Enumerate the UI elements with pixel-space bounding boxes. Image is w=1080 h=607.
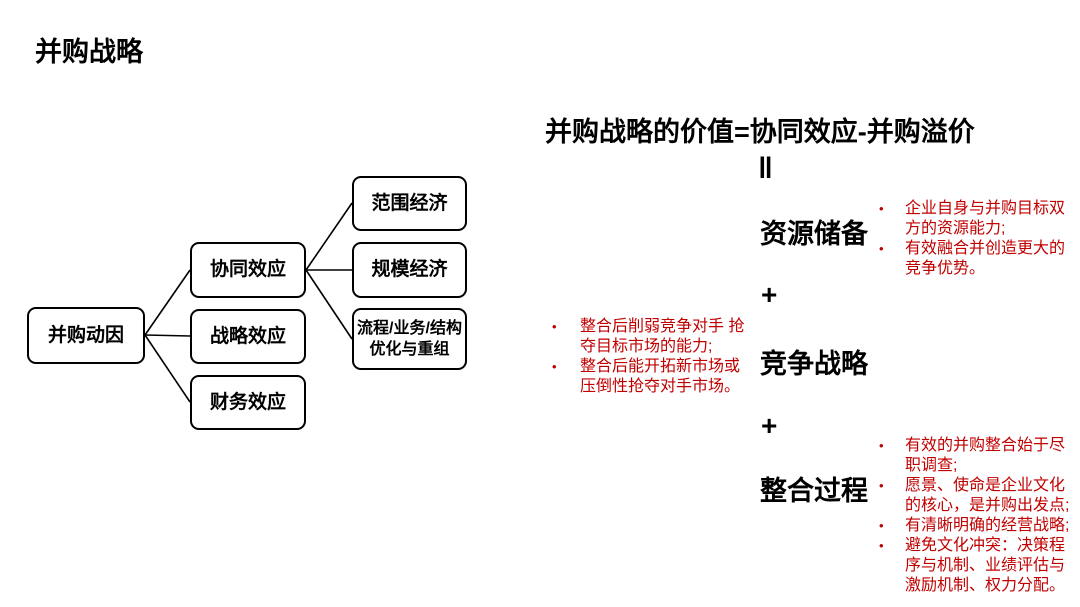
list-item: • 整合后能开拓新市场或压倒性抢夺对手市场。	[549, 357, 752, 397]
note-text: 整合后削弱竞争对手 抢夺目标市场的能力;	[580, 318, 745, 355]
diagram-node-financial-effect: 财务效应	[190, 375, 306, 430]
connector-lines	[144, 202, 353, 403]
list-item: • 愿景、使命是企业文化的核心，是并购出发点;	[876, 476, 1073, 516]
bullet-icon: •	[879, 201, 884, 216]
bullet-icon: •	[879, 538, 884, 553]
bullet-icon: •	[879, 241, 884, 256]
note-text: 整合后能开拓新市场或压倒性抢夺对手市场。	[580, 358, 741, 395]
list-item: • 企业自身与并购目标双方的资源能力;	[876, 199, 1073, 239]
notes-integration-process: • 有效的并购整合始于尽职调查; • 愿景、使命是企业文化的核心，是并购出发点;…	[876, 436, 1073, 596]
note-text: 避免文化冲突：决策程序与机制、业绩评估与激励机制、权力分配。	[905, 537, 1066, 594]
diagram-node-economies-of-scale: 规模经济	[352, 242, 467, 298]
diagram-node-strategic-effect: 战略效应	[190, 309, 306, 364]
list-item: • 有效融合并创造更大的竞争优势。	[876, 239, 1073, 279]
notes-competitive-strategy: • 整合后削弱竞争对手 抢夺目标市场的能力; • 整合后能开拓新市场或压倒性抢夺…	[549, 317, 752, 397]
note-text: 有清晰明确的经营战略;	[905, 517, 1070, 534]
plus-symbol: +	[761, 279, 778, 310]
list-item: • 有清晰明确的经营战略;	[876, 516, 1073, 536]
bullet-icon: •	[552, 359, 557, 374]
bullet-icon: •	[879, 518, 884, 533]
bullet-icon: •	[879, 478, 884, 493]
plus-symbol: +	[761, 410, 778, 441]
list-item: • 避免文化冲突：决策程序与机制、业绩评估与激励机制、权力分配。	[876, 536, 1073, 596]
note-text: 愿景、使命是企业文化的核心，是并购出发点;	[905, 477, 1070, 514]
term-resource-reserve: 资源储备	[760, 219, 868, 249]
diagram-node-synergy: 协同效应	[190, 242, 306, 298]
notes-resource-reserve: • 企业自身与并购目标双方的资源能力; • 有效融合并创造更大的竞争优势。	[876, 199, 1073, 279]
list-item: • 整合后削弱竞争对手 抢夺目标市场的能力;	[549, 317, 752, 357]
list-item: • 有效的并购整合始于尽职调查;	[876, 436, 1073, 476]
diagram-node-economies-of-scope: 范围经济	[352, 176, 467, 231]
term-integration-process: 整合过程	[760, 476, 868, 506]
diagram-node-process-restructure: 流程/业务/结构优化与重组	[352, 308, 467, 370]
note-text: 企业自身与并购目标双方的资源能力;	[905, 200, 1066, 237]
bullet-icon: •	[879, 438, 884, 453]
term-competitive-strategy: 竞争战略	[760, 349, 868, 379]
formula-title: 并购战略的价值=协同效应-并购溢价	[545, 117, 975, 147]
bullet-icon: •	[552, 319, 557, 334]
diagram-node-motive: 并购动因	[27, 307, 145, 364]
equals-vertical-symbol: ‖	[758, 152, 773, 185]
page-title: 并购战略	[35, 37, 143, 67]
note-text: 有效融合并创造更大的竞争优势。	[905, 240, 1066, 277]
note-text: 有效的并购整合始于尽职调查;	[905, 437, 1066, 474]
